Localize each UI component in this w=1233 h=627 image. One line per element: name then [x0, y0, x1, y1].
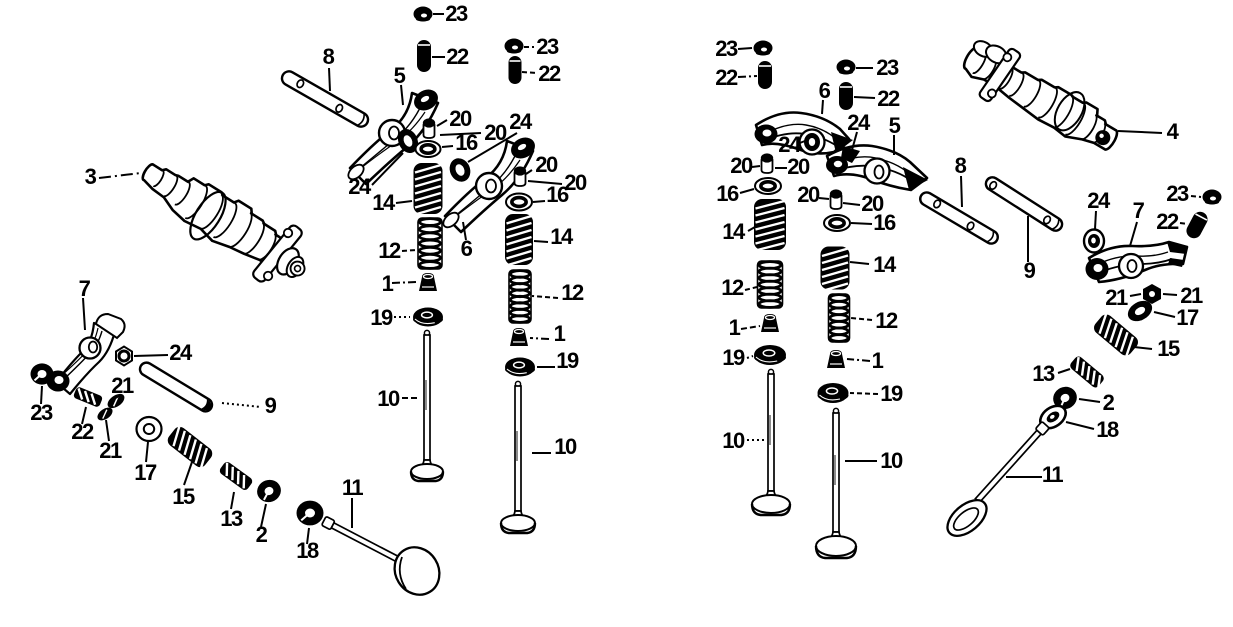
svg-text:23: 23 — [876, 55, 899, 80]
svg-text:7: 7 — [79, 276, 91, 301]
svg-text:23: 23 — [536, 34, 559, 59]
svg-text:12: 12 — [721, 275, 744, 300]
svg-text:2: 2 — [256, 522, 268, 547]
svg-text:20: 20 — [484, 120, 507, 145]
svg-text:14: 14 — [873, 252, 897, 277]
svg-text:20: 20 — [564, 170, 587, 195]
svg-text:14: 14 — [372, 190, 396, 215]
svg-text:19: 19 — [370, 305, 393, 330]
svg-text:10: 10 — [880, 448, 903, 473]
svg-text:20: 20 — [449, 106, 472, 131]
svg-text:18: 18 — [296, 538, 319, 563]
svg-text:21: 21 — [1180, 283, 1203, 308]
svg-text:8: 8 — [955, 153, 967, 178]
svg-text:23: 23 — [30, 400, 53, 425]
svg-text:21: 21 — [1105, 285, 1128, 310]
svg-text:9: 9 — [265, 393, 277, 418]
svg-text:24: 24 — [348, 174, 372, 199]
svg-text:9: 9 — [1024, 258, 1036, 283]
svg-text:16: 16 — [455, 130, 478, 155]
svg-text:13: 13 — [1032, 361, 1055, 386]
svg-text:23: 23 — [445, 1, 468, 26]
svg-text:10: 10 — [554, 434, 577, 459]
svg-text:16: 16 — [873, 210, 896, 235]
svg-text:11: 11 — [1042, 462, 1064, 487]
svg-text:5: 5 — [394, 63, 406, 88]
svg-text:5: 5 — [889, 113, 901, 138]
svg-text:6: 6 — [819, 78, 831, 103]
svg-text:17: 17 — [1176, 305, 1199, 330]
svg-text:22: 22 — [715, 65, 738, 90]
svg-text:23: 23 — [1166, 181, 1189, 206]
svg-text:6: 6 — [461, 236, 473, 261]
svg-text:1: 1 — [382, 271, 394, 296]
svg-text:10: 10 — [377, 386, 400, 411]
svg-text:24: 24 — [778, 132, 802, 157]
svg-text:22: 22 — [71, 419, 94, 444]
svg-text:19: 19 — [880, 381, 903, 406]
svg-text:13: 13 — [220, 506, 243, 531]
svg-text:1: 1 — [872, 348, 884, 373]
svg-text:24: 24 — [847, 110, 871, 135]
svg-text:14: 14 — [722, 219, 746, 244]
svg-text:12: 12 — [561, 280, 584, 305]
svg-text:1: 1 — [554, 321, 566, 346]
svg-text:3: 3 — [85, 164, 97, 189]
svg-text:22: 22 — [538, 61, 561, 86]
svg-text:11: 11 — [342, 475, 364, 500]
svg-text:19: 19 — [556, 348, 579, 373]
svg-text:20: 20 — [730, 153, 753, 178]
svg-text:24: 24 — [1087, 188, 1111, 213]
svg-text:15: 15 — [172, 484, 195, 509]
svg-text:2: 2 — [1103, 390, 1115, 415]
svg-text:24: 24 — [169, 340, 193, 365]
svg-text:8: 8 — [323, 44, 335, 69]
svg-text:21: 21 — [111, 373, 134, 398]
svg-text:24: 24 — [509, 109, 533, 134]
svg-text:20: 20 — [787, 154, 810, 179]
svg-text:22: 22 — [1156, 209, 1179, 234]
svg-text:21: 21 — [99, 438, 122, 463]
svg-text:15: 15 — [1157, 336, 1180, 361]
svg-text:1: 1 — [729, 315, 741, 340]
svg-text:23: 23 — [715, 36, 738, 61]
svg-text:10: 10 — [722, 428, 745, 453]
svg-text:20: 20 — [535, 152, 558, 177]
svg-text:16: 16 — [716, 181, 739, 206]
svg-text:7: 7 — [1133, 198, 1145, 223]
svg-text:19: 19 — [722, 345, 745, 370]
svg-text:14: 14 — [550, 224, 574, 249]
svg-text:17: 17 — [134, 460, 157, 485]
svg-text:12: 12 — [875, 308, 898, 333]
svg-text:20: 20 — [861, 191, 884, 216]
svg-text:12: 12 — [378, 238, 401, 263]
svg-text:22: 22 — [446, 44, 469, 69]
svg-text:22: 22 — [877, 86, 900, 111]
svg-text:18: 18 — [1096, 417, 1119, 442]
svg-text:20: 20 — [797, 182, 820, 207]
svg-text:16: 16 — [546, 182, 569, 207]
